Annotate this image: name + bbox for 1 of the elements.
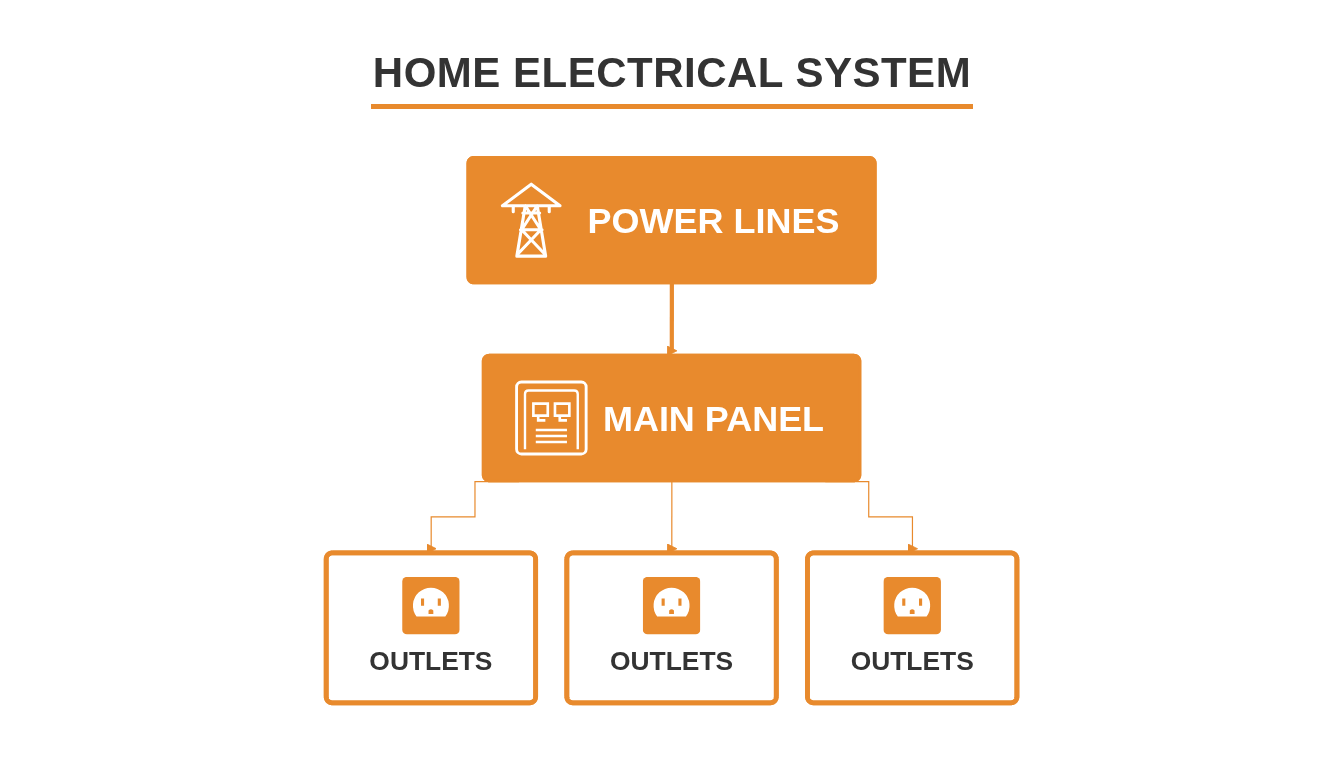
title: HOME ELECTRICAL SYSTEM	[370, 50, 974, 110]
